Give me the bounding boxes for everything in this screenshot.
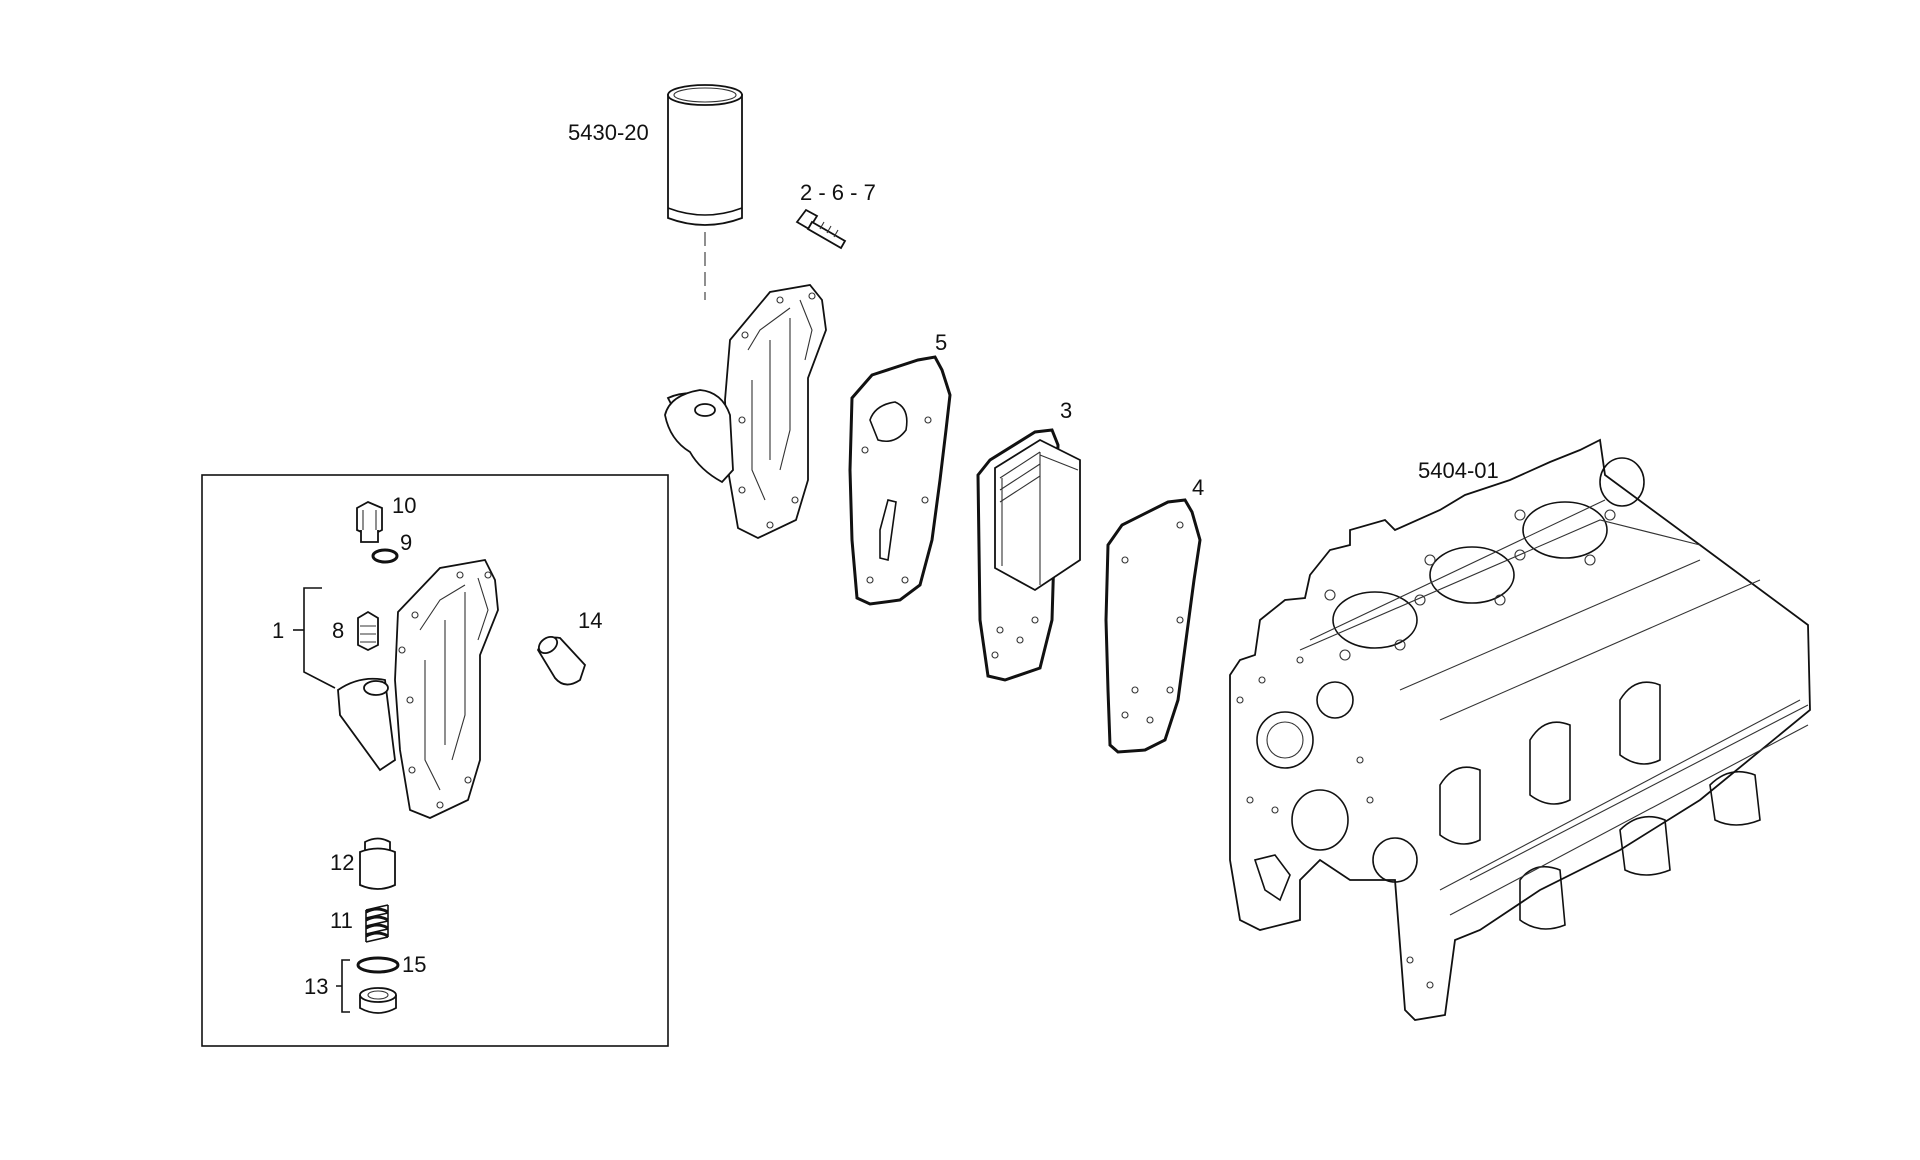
- label-part-12: 12: [330, 850, 354, 875]
- screw-bolt: [795, 208, 847, 250]
- valve-piston-12: [359, 837, 396, 890]
- label-part-14: 14: [578, 608, 602, 633]
- spring-11: [365, 904, 389, 943]
- label-part-10: 10: [392, 493, 416, 518]
- engine-block: [1229, 438, 1811, 1021]
- label-screws: 2 - 6 - 7: [800, 180, 876, 205]
- label-part-11: 11: [330, 908, 353, 933]
- label-part-8: 8: [332, 618, 344, 643]
- gasket-5: [848, 355, 952, 606]
- oil-cooler-housing-inset: [337, 558, 499, 819]
- fitting-8: [357, 610, 379, 652]
- label-part-1: 1: [272, 618, 284, 643]
- label-part-13: 13: [304, 974, 328, 999]
- inset-frame: [201, 474, 669, 1047]
- plug-13: [359, 987, 397, 1014]
- fitting-10: [356, 501, 383, 543]
- label-block: 5404-01: [1418, 458, 1499, 483]
- label-gasket-5: 5: [935, 330, 947, 355]
- sleeve-14: [536, 635, 587, 686]
- label-cooler-3: 3: [1060, 398, 1072, 423]
- gasket-4: [1104, 498, 1202, 754]
- oil-cooler-housing-upper: [664, 284, 827, 540]
- label-part-15: 15: [402, 952, 426, 977]
- bracket-part-1: [303, 587, 336, 689]
- label-gasket-4: 4: [1192, 475, 1204, 500]
- o-ring-9: [371, 548, 399, 564]
- oil-filter-cartridge: [667, 84, 743, 300]
- label-part-9: 9: [400, 530, 412, 555]
- oil-cooler-core-3: [976, 428, 1081, 682]
- o-ring-15: [356, 956, 400, 974]
- bracket-part-13: [336, 959, 350, 1013]
- label-filter: 5430-20: [568, 120, 649, 145]
